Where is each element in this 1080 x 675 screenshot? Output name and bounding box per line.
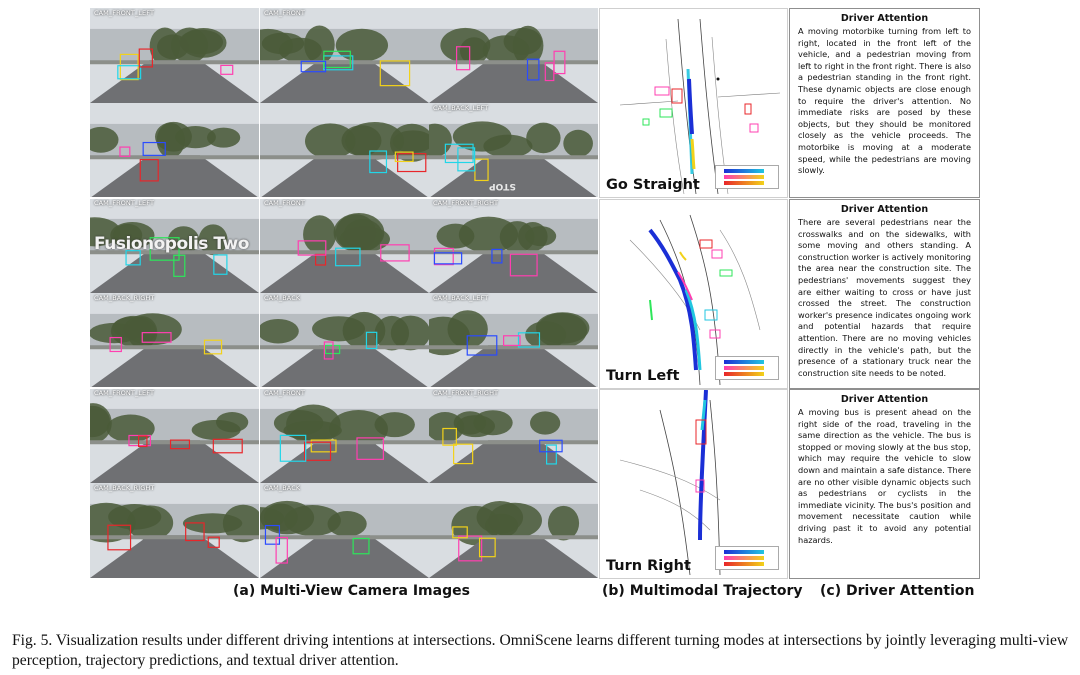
camera-image: CAM_FRONT [260, 198, 429, 293]
camera-label: CAM_BACK [264, 484, 301, 492]
trajectory-panel-go-straight: Go Straight [599, 8, 788, 198]
camera-label: CAM_FRONT_LEFT [94, 199, 155, 207]
camera-image: CAM_BACK_LEFT STOP [429, 103, 598, 198]
trajectory-panel-turn-right: Turn Right [599, 389, 788, 579]
camera-image: CAM_BACK_LEFT [429, 293, 598, 388]
driver-attention-panel-1: Driver Attention A moving motorbike turn… [789, 8, 980, 198]
fusionopolis-sign: Fusionopolis Two [94, 234, 249, 254]
driver-attention-panel-3: Driver Attention A moving bus is present… [789, 389, 980, 579]
trajectory-legend [715, 356, 779, 380]
camera-image: CAM_FRONT_RIGHT [429, 388, 598, 483]
camera-label: CAM_FRONT_LEFT [94, 389, 155, 397]
driver-attention-panel-2: Driver Attention There are several pedes… [789, 199, 980, 389]
camera-label: CAM_FRONT [264, 199, 305, 207]
camera-image: CAM_FRONT_LEFT [90, 388, 259, 483]
camera-image: CAM_FRONT [260, 8, 429, 103]
camera-image [90, 103, 259, 198]
column-caption-driver-attention: (c) Driver Attention [820, 583, 975, 599]
camera-image: CAM_BACK [260, 483, 429, 578]
trajectory-title: Go Straight [606, 177, 700, 193]
camera-image [429, 483, 598, 578]
column-caption-camera-images: (a) Multi-View Camera Images [233, 583, 470, 599]
camera-label: CAM_FRONT_RIGHT [433, 199, 499, 207]
road-marking-text: STOP [489, 181, 516, 191]
trajectory-legend [715, 165, 779, 189]
camera-label: CAM_FRONT [264, 9, 305, 17]
figure-caption: Fig. 5. Visualization results under diff… [12, 632, 1069, 669]
camera-image: CAM_FRONT_LEFT Fusionopolis Two [90, 198, 259, 293]
attention-text: A moving bus is present ahead on the rig… [798, 407, 971, 545]
camera-image [260, 103, 429, 198]
trajectory-legend [715, 546, 779, 570]
scene-separator [90, 197, 598, 199]
camera-image: CAM_FRONT_LEFT [90, 8, 259, 103]
camera-label: CAM_BACK_LEFT [433, 104, 489, 112]
camera-label: CAM_BACK_LEFT [433, 294, 489, 302]
camera-image [429, 8, 598, 103]
camera-label: CAM_FRONT_RIGHT [433, 389, 499, 397]
camera-image: CAM_FRONT_RIGHT [429, 198, 598, 293]
trajectory-title: Turn Right [606, 558, 691, 574]
camera-image: CAM_BACK_RIGHT [90, 293, 259, 388]
scene-separator [90, 387, 598, 389]
camera-image: CAM_FRONT [260, 388, 429, 483]
camera-image: CAM_BACK [260, 293, 429, 388]
camera-label: CAM_FRONT_LEFT [94, 9, 155, 17]
attention-heading: Driver Attention [840, 394, 929, 405]
attention-text: A moving motorbike turning from left to … [798, 26, 971, 176]
attention-heading: Driver Attention [840, 13, 929, 24]
camera-label: CAM_FRONT [264, 389, 305, 397]
column-caption-trajectory: (b) Multimodal Trajectory [602, 583, 803, 599]
trajectory-panel-turn-left: Turn Left [599, 199, 788, 389]
attention-heading: Driver Attention [840, 204, 929, 215]
trajectory-map [619, 18, 781, 195]
camera-label: CAM_BACK_RIGHT [94, 294, 155, 302]
trajectory-title: Turn Left [606, 368, 680, 384]
multi-view-camera-grid: CAM_FRONT_LEFT CAM_FRONT CAM_BACK_LEFT STOP… [90, 8, 598, 578]
camera-label: CAM_BACK [264, 294, 301, 302]
camera-label: CAM_BACK_RIGHT [94, 484, 155, 492]
camera-image: CAM_BACK_RIGHT [90, 483, 259, 578]
attention-text: There are several pedestrians near the c… [798, 217, 971, 378]
